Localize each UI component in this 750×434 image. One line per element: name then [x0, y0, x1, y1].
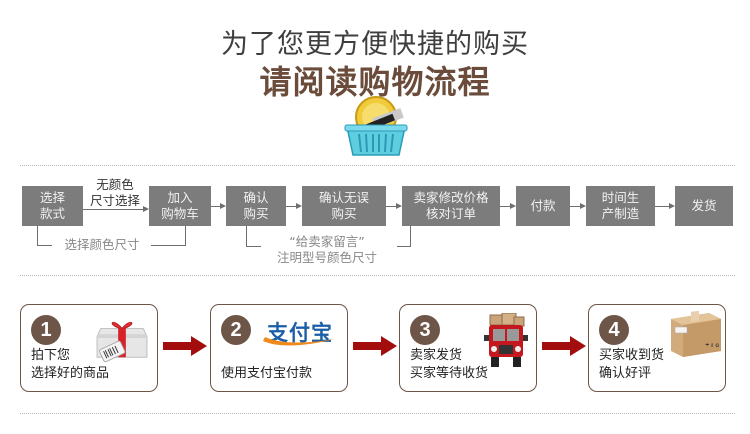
leave-message-note: “给卖家留言” 注明型号颜色尺寸 [276, 234, 377, 265]
flow-arrow-line [211, 206, 220, 207]
red-arrow-icon [353, 336, 397, 356]
loop-connector [246, 246, 261, 247]
flow-arrow-head [510, 203, 516, 209]
flow-arrow-head [396, 203, 402, 209]
flow-arrow-line [286, 206, 296, 207]
no-color-size-note: 无颜色 尺寸选择 [89, 177, 140, 208]
red-arrow-icon [163, 336, 207, 356]
loop-connector [151, 245, 186, 246]
flow-arrow-line [386, 206, 396, 207]
divider-top [20, 165, 735, 166]
loop-connector [410, 226, 411, 247]
divider-bottom [20, 413, 735, 414]
flow-arrow-line [570, 206, 580, 207]
page-title: 为了您更方便快捷的购买 [221, 29, 529, 60]
flow-arrow-line [83, 209, 143, 210]
flow-step-add-to-cart: 加入 购物车 [149, 186, 211, 226]
flow-arrow-head [580, 203, 586, 209]
flow-arrow-head [669, 203, 675, 209]
delivery-truck-icon [484, 313, 528, 367]
flow-step-ship: 发货 [675, 186, 733, 226]
loop-connector [37, 226, 38, 245]
flow-arrow-line [655, 206, 669, 207]
loop-connector [397, 246, 410, 247]
select-color-size-note: 选择颜色尺寸 [64, 237, 140, 252]
loop-connector [246, 226, 247, 247]
flow-arrow-line [500, 206, 510, 207]
shopping-basket-with-coin-icon [344, 96, 408, 156]
alipay-swoosh-icon [263, 337, 335, 346]
flow-arrow-head [296, 203, 302, 209]
step-card-4: 4 ☂ ⅱ ♻ 买家收到货 确认好评 [588, 304, 726, 392]
step-number-badge: 2 [221, 315, 251, 345]
flow-step-verify-purchase: 确认无误 购买 [302, 186, 386, 226]
step-card-3: 3 卖家发货 买家等待收货 [399, 304, 537, 392]
red-arrow-icon [542, 336, 586, 356]
step-card-text: 拍下您 选择好的商品 [31, 348, 110, 381]
loop-connector [185, 226, 186, 246]
page-subtitle: 请阅读购物流程 [259, 63, 491, 101]
step-card-text: 使用支付宝付款 [221, 366, 313, 381]
alipay-logo-icon: 支付宝 [261, 315, 339, 347]
flow-step-adjust-price: 卖家修改价格 核对订单 [402, 186, 500, 226]
gift-box-icon [96, 321, 148, 363]
flow-step-select-style: 选择 款式 [22, 186, 83, 226]
step-card-text: 买家收到货 确认好评 [599, 348, 665, 381]
step-number-badge: 3 [410, 315, 440, 345]
divider-middle [20, 275, 735, 276]
flow-step-confirm-purchase: 确认 购买 [226, 186, 286, 226]
step-card-1: 1 拍下您 选择好的商品 [20, 304, 158, 392]
flow-step-payment: 付款 [516, 186, 570, 226]
cardboard-box-icon: ☂ ⅱ ♻ [671, 311, 721, 357]
step-number-badge: 1 [31, 315, 61, 345]
flow-arrow-head [220, 203, 226, 209]
svg-text:☂ ⅱ ♻: ☂ ⅱ ♻ [705, 343, 720, 349]
step-card-2: 2 支付宝 使用支付宝付款 [210, 304, 348, 392]
step-card-text: 卖家发货 买家等待收货 [410, 348, 489, 381]
loop-connector [37, 245, 52, 246]
flow-step-production: 时间生 产制造 [586, 186, 655, 226]
flow-arrow-head [143, 206, 149, 212]
step-number-badge: 4 [599, 315, 629, 345]
